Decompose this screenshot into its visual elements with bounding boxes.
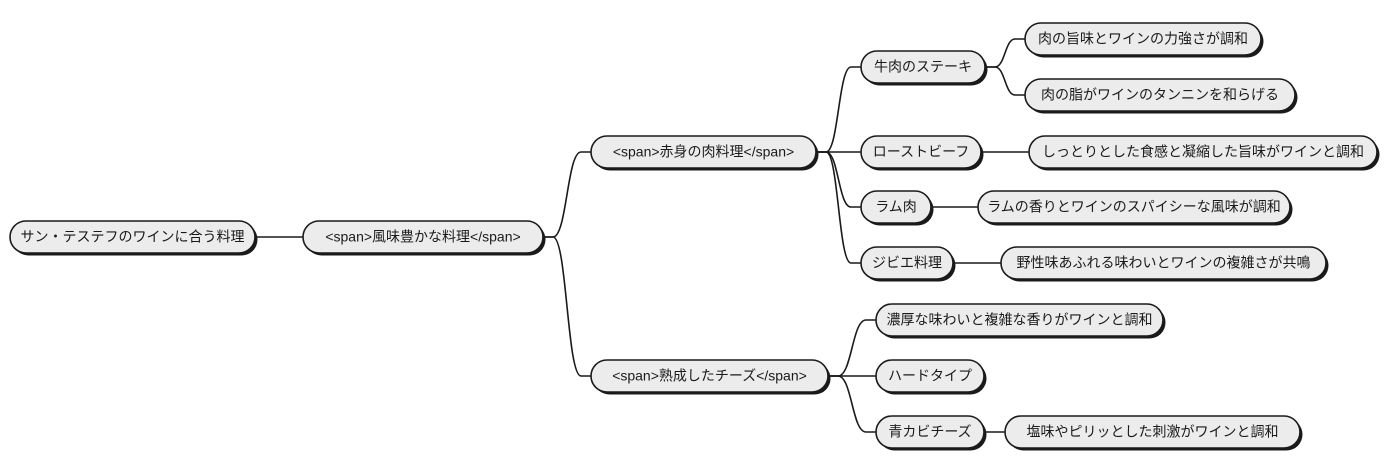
- node-label: 野性味あふれる味わいとワインの複雑さが共鳴: [1017, 255, 1311, 271]
- node-label: 肉の脂がワインのタンニンを和らげる: [1041, 87, 1279, 103]
- node-label: ラムの香りとワインのスパイシーな風味が調和: [987, 199, 1281, 215]
- node-label: <span>風味豊かな料理</span>: [325, 229, 520, 245]
- node-l2_b[interactable]: <span>熟成したチーズ</span>: [590, 359, 831, 395]
- node-l3_a[interactable]: 牛肉のステーキ: [860, 50, 988, 86]
- node-label: ラム肉: [875, 199, 917, 215]
- node-label: ジビエ料理: [872, 255, 942, 271]
- edge-l2_a-to-l3_a: [815, 66, 862, 153]
- edge-l3_a-to-l4_a: [984, 38, 1026, 68]
- node-box[interactable]: [977, 190, 1291, 224]
- node-box[interactable]: [1000, 246, 1327, 280]
- node-l4_e[interactable]: 野性味あふれる味わいとワインの複雑さが共鳴: [1000, 246, 1329, 282]
- node-box[interactable]: [590, 359, 829, 393]
- node-label: 青カビチーズ: [888, 424, 971, 440]
- node-l3_d[interactable]: ジビエ料理: [860, 246, 956, 282]
- edge-l3_a-to-l4_b: [984, 66, 1026, 96]
- node-box[interactable]: [1024, 78, 1296, 112]
- node-l4_a[interactable]: 肉の旨味とワインの力強さが調和: [1024, 22, 1264, 58]
- node-l1_a[interactable]: <span>風味豊かな料理</span>: [302, 220, 546, 256]
- edges-layer: [254, 38, 1030, 433]
- node-box[interactable]: [875, 359, 985, 393]
- node-label: 肉の旨味とワインの力強さが調和: [1038, 31, 1248, 47]
- node-label: ハードタイプ: [888, 368, 972, 384]
- node-l4_c[interactable]: しっとりとした食感と凝縮した旨味がワインと調和: [1028, 135, 1380, 171]
- node-l2_a[interactable]: <span>赤身の肉料理</span>: [590, 135, 819, 171]
- node-label: ローストビーフ: [873, 144, 969, 160]
- node-box[interactable]: [1024, 22, 1262, 56]
- node-l3_c[interactable]: ラム肉: [860, 190, 934, 226]
- edge-l2_a-to-l3_c: [815, 151, 862, 208]
- node-l3_b[interactable]: ローストビーフ: [860, 135, 984, 171]
- node-box[interactable]: [860, 50, 986, 84]
- node-box[interactable]: [590, 135, 817, 169]
- node-box[interactable]: [302, 220, 544, 254]
- node-box[interactable]: [1028, 135, 1378, 169]
- node-label: 濃厚な味わいと複雑な香りがワインと調和: [887, 312, 1153, 328]
- node-box[interactable]: [860, 190, 932, 224]
- edge-l1_a-to-l2_b: [542, 236, 592, 377]
- node-l4_f[interactable]: 塩味やピリッとした刺激がワインと調和: [1004, 415, 1303, 451]
- nodes-layer: サン・テステフのワインに合う料理 <span>風味豊かな料理</span> <spa…: [9, 22, 1380, 451]
- edge-l2_b-to-l3_e: [827, 319, 877, 377]
- node-box[interactable]: [1004, 415, 1301, 449]
- node-label: しっとりとした食感と凝縮した旨味がワインと調和: [1042, 144, 1364, 160]
- node-label: 塩味やピリッとした刺激がワインと調和: [1027, 424, 1279, 440]
- node-box[interactable]: [9, 220, 256, 254]
- node-label: サン・テステフのワインに合う料理: [21, 229, 245, 245]
- node-label: <span>熟成したチーズ</span>: [612, 368, 807, 384]
- node-box[interactable]: [860, 246, 954, 280]
- node-root[interactable]: サン・テステフのワインに合う料理: [9, 220, 258, 256]
- node-box[interactable]: [860, 135, 982, 169]
- node-label: 牛肉のステーキ: [874, 59, 972, 75]
- node-l3_f[interactable]: ハードタイプ: [875, 359, 987, 395]
- node-l4_d[interactable]: ラムの香りとワインのスパイシーな風味が調和: [977, 190, 1293, 226]
- node-label: <span>赤身の肉料理</span>: [613, 144, 794, 160]
- node-l4_b[interactable]: 肉の脂がワインのタンニンを和らげる: [1024, 78, 1298, 114]
- edge-l2_a-to-l3_d: [815, 151, 862, 264]
- edge-l1_a-to-l2_a: [542, 151, 592, 238]
- node-l3_g[interactable]: 青カビチーズ: [875, 415, 987, 451]
- edge-l2_b-to-l3_g: [827, 375, 877, 433]
- node-box[interactable]: [875, 303, 1164, 337]
- node-l3_e[interactable]: 濃厚な味わいと複雑な香りがワインと調和: [875, 303, 1166, 339]
- node-box[interactable]: [875, 415, 985, 449]
